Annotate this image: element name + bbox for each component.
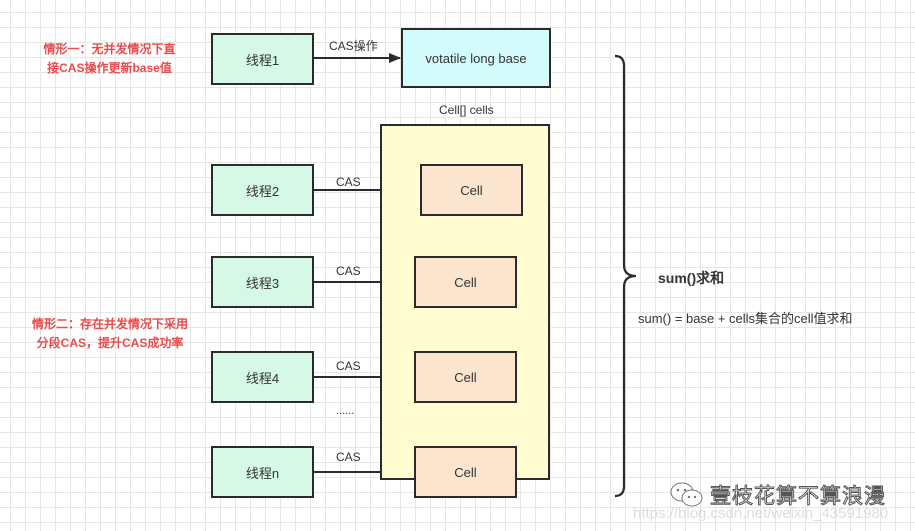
cell-n-label: Cell <box>454 464 477 480</box>
curly-brace <box>614 54 637 498</box>
sum-title: sum()求和 <box>658 270 725 286</box>
cas-label-4: CAS <box>336 359 361 373</box>
base-label: votatile long base <box>425 50 527 66</box>
thread-4-box: 线程4 <box>211 351 314 403</box>
case1-line2: 接CAS操作更新base值 <box>47 61 172 75</box>
cell-3: Cell <box>414 351 517 403</box>
cas-label-n: CAS <box>336 450 361 464</box>
cas-label-3: CAS <box>336 264 361 278</box>
ellipsis: ...... <box>336 405 355 417</box>
cell-2: Cell <box>414 256 517 308</box>
case2-line1: 情形二：存在并发情况下采用 <box>31 317 188 331</box>
case2-note: 情形二：存在并发情况下采用 分段CAS，提升CAS成功率 <box>14 315 206 353</box>
cell-1-label: Cell <box>460 182 483 198</box>
sum-formula: sum() = base + cells集合的cell值求和 <box>638 311 853 326</box>
thread-4-label: 线程4 <box>245 370 280 386</box>
cas-label-2: CAS <box>336 175 361 189</box>
thread-2-label: 线程2 <box>245 183 280 199</box>
cell-1: Cell <box>420 164 523 216</box>
thread-1-label: 线程1 <box>245 52 280 68</box>
cell-2-label: Cell <box>454 274 477 290</box>
case2-line2: 分段CAS，提升CAS成功率 <box>36 336 184 350</box>
cell-n: Cell <box>414 446 517 498</box>
watermark-name: 壹枝花算不算浪漫 <box>710 485 886 509</box>
cells-title: Cell[] cells <box>439 103 494 117</box>
case1-note: 情形一：无并发情况下直 接CAS操作更新base值 <box>22 40 197 78</box>
cas-op-label: CAS操作 <box>329 39 378 53</box>
base-box: votatile long base <box>401 28 551 88</box>
thread-3-label: 线程3 <box>245 275 280 291</box>
thread-n-label: 线程n <box>245 465 280 481</box>
thread-3-box: 线程3 <box>211 256 314 308</box>
thread-1-box: 线程1 <box>211 33 314 85</box>
cell-3-label: Cell <box>454 369 477 385</box>
thread-n-box: 线程n <box>211 446 314 498</box>
watermark-url: https://blog.csdn.net/weixin_43591980 <box>633 505 889 522</box>
case1-line1: 情形一：无并发情况下直 <box>43 42 176 56</box>
thread-2-box: 线程2 <box>211 164 314 216</box>
wechat-icon <box>670 482 703 507</box>
